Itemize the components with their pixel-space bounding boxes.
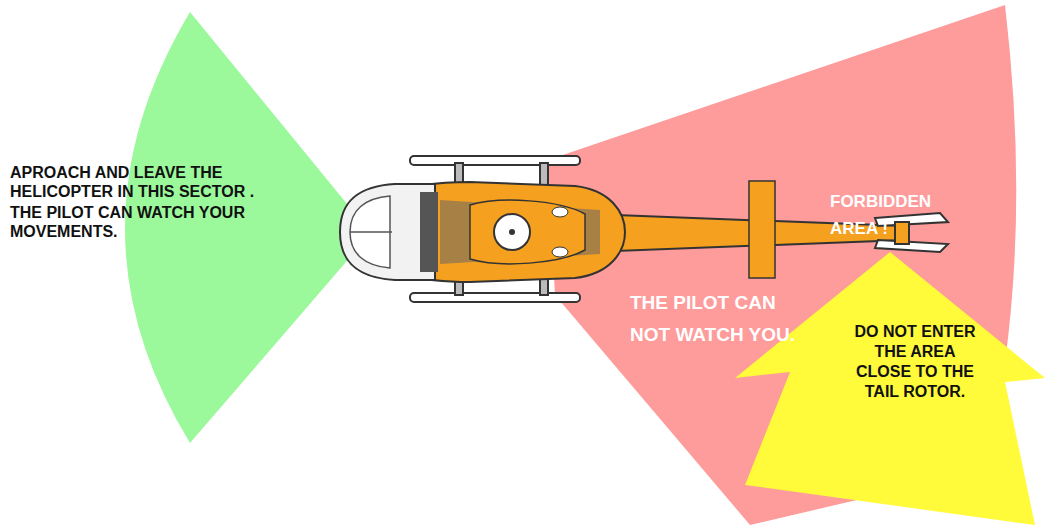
text-holder: DO NOT ENTER THE AREA CLOSE TO THE TAIL … [845,322,985,402]
text-holder: FORBIDDEN AREA ! [830,188,950,242]
sector-text: FORBIDDEN AREA ! [830,188,950,242]
sector-text: APROACH AND LEAVE THE HELICOPTER IN THIS… [10,163,260,201]
text-holder: APROACH AND LEAVE THE HELICOPTER IN THIS… [10,163,260,201]
text-holder: THE PILOT CAN NOT WATCH YOU. [630,287,798,351]
sector-text: DO NOT ENTER THE AREA CLOSE TO THE TAIL … [845,322,985,402]
sector-text: THE PILOT CAN WATCH YOUR MOVEMENTS. [10,203,260,241]
warning-arrow: DO NOT ENTER THE AREA CLOSE TO THE TAIL … [730,250,1050,529]
safe-sector: APROACH AND LEAVE THE HELICOPTER IN THIS… [60,8,360,448]
sector-text: THE PILOT CAN NOT WATCH YOU. [630,287,798,351]
safe-sector-fill [125,12,352,443]
text-holder: THE PILOT CAN WATCH YOUR MOVEMENTS. [10,203,260,241]
warning-arrow-fill [735,252,1045,525]
